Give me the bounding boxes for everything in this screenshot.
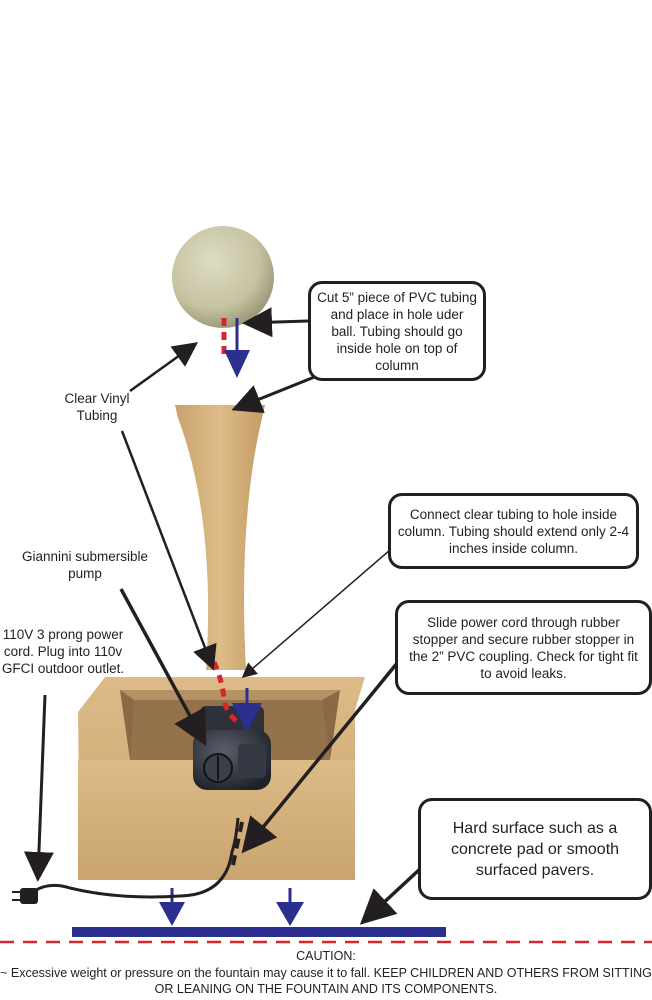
power-cord <box>26 817 240 899</box>
hard-surface-pad <box>72 927 446 937</box>
blue-arrow-icon <box>232 688 262 732</box>
power-cord-dashed <box>230 821 244 871</box>
leader-arrow <box>359 867 422 925</box>
leader-arrow <box>231 374 318 414</box>
fountain-column <box>175 405 265 670</box>
label-power-cord: 110V 3 prong power cord. Plug into 110v … <box>1 627 125 676</box>
leader-arrow <box>241 549 391 678</box>
blue-arrow-icon <box>224 318 250 378</box>
caution-title: CAUTION: <box>296 949 356 963</box>
label-pump: Giannini submersible pump <box>21 549 149 581</box>
leader-arrow <box>120 430 217 671</box>
plug-icon <box>12 888 38 904</box>
callout-hard-surface: Hard surface such as a concrete pad or s… <box>418 798 652 900</box>
leader-arrow <box>129 342 199 393</box>
leader-arrow <box>23 694 54 882</box>
leader-arrow <box>242 307 309 338</box>
leader-arrow <box>119 588 207 747</box>
blue-arrow-icon <box>159 888 185 926</box>
label-vinyl-tubing: Clear Vinyl Tubing <box>64 391 130 423</box>
callout-pvc-cut: Cut 5” piece of PVC tubing and place in … <box>308 281 486 381</box>
stone-ball <box>172 226 274 328</box>
callout-power-cord-stopper: Slide power cord through rubber stopper … <box>395 600 652 695</box>
leader-arrow <box>241 660 400 854</box>
caution-text: ~ Excessive weight or pressure on the fo… <box>0 966 652 996</box>
vinyl-tube-lower <box>211 660 240 725</box>
callout-connect-tubing: Connect clear tubing to hole inside colu… <box>388 493 639 569</box>
blue-arrow-icon <box>276 888 304 926</box>
